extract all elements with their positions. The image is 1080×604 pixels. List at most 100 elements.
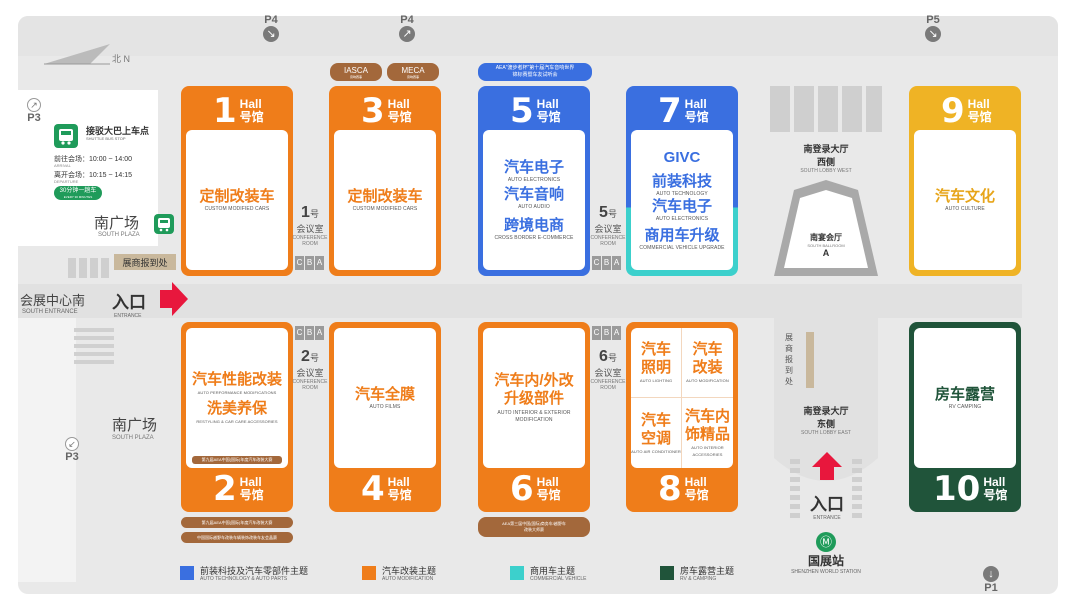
hall-theme: 定制改装车 [347,187,423,205]
parking-lot-bottom-left [74,326,114,364]
plaza-label: 南广场 [112,417,158,434]
east-entrance[interactable]: 入口 ENTRANCE [810,495,844,521]
lobby-west-grid [770,86,882,132]
shuttle-bus-stop: 接驳大巴上车点 SHUTTLE BUS STOP 前往会场：10:00 ~ 14… [52,120,162,206]
parking-p1[interactable]: ↓ P1 [976,566,1006,594]
registration-east[interactable]: 展 商 报 到 处 [785,333,793,386]
hall-8-interior: 汽车内 饰精品 AUTO INTERIOR ACCESSORIES [684,408,730,457]
entrance-label-en: SOUTH ENTRANCE [22,309,78,315]
legend-swatch [510,566,524,580]
hall-8-air-conditioner: 汽车 空调 AUTO AIR CONDITIONER [631,398,682,468]
hall-2-event-label: 第九届AEA中国(国际)年度汽车改装大赛 [192,456,282,464]
parking-label: P4 [264,14,278,26]
arrow-up-right-icon: ↗ [27,98,41,112]
shuttle-depart: 离开会场：10:15 ~ 14:15 [54,172,133,179]
parking-label: P3 [65,451,79,463]
registration-desk[interactable]: 展商报到处 [114,254,176,270]
shuttle-title: 接驳大巴上车点 [86,126,150,136]
legend: 前装科技及汽车零部件主题 AUTO TECHNOLOGY & AUTO PART… [180,566,760,590]
hall-number: 7 [658,91,682,131]
left-plaza-white [18,90,158,246]
shuttle-title-en: SHUTTLE BUS STOP [86,136,126,141]
south-lobby-east: 南登录大厅 东侧 SOUTH LOBBY EAST [801,406,851,436]
registration-east-desk [806,332,814,388]
arrow-down-left-icon: ↙ [65,437,79,451]
parking-label: P5 [926,14,940,26]
legend-item-tech: 前装科技及汽车零部件主题 AUTO TECHNOLOGY & AUTO PART… [180,566,308,582]
hall-number: 2 [213,469,237,509]
metro-icon: Ⓜ [816,532,836,552]
parking-p3-top[interactable]: ↗ P3 [22,98,46,124]
parking-p5[interactable]: P5 ↘ [918,14,948,42]
south-lobby-west: 南登录大厅 西侧 SOUTH LOBBY WEST [800,144,852,174]
arrow-right-icon [160,280,190,323]
hall-8-lighting: 汽车 照明 AUTO LIGHTING [631,328,682,398]
conference-room-6[interactable]: 6号 会议室 CONFERENCE ROOM [590,348,626,391]
arrow-down-right-icon: ↘ [925,26,941,42]
main-entrance[interactable]: 入口 ENTRANCE [112,288,146,319]
parking-label: P3 [27,112,41,124]
hall-number: 10 [933,469,981,509]
south-ballroom[interactable]: 南宴会厅 SOUTH BALLROOM A [766,176,886,284]
hall-number: 4 [361,469,385,509]
entrance-label: 会展中心南 [20,293,86,308]
compass-north: 北 N [40,38,140,68]
south-plaza-bottom: 南广场 SOUTH PLAZA [112,414,157,441]
bus-icon [54,124,78,148]
hall-theme: 定制改装车 [199,187,275,205]
conference-room-2[interactable]: 2号 会议室 CONFERENCE ROOM [292,348,328,391]
plaza-label-en: SOUTH PLAZA [112,435,154,441]
crosswalk-left [68,258,112,278]
shuttle-arrive-en: ARRIVAL [54,163,71,168]
hall-2-event-badge-a: 第九届AEA中国(国际)年度汽车改装大赛 [181,517,293,528]
hall-theme-en: CUSTOM MODIFIED CARS [204,205,270,212]
hall-6[interactable]: 汽车内/外改 升级部件 AUTO INTERIOR & EXTERIOR MOD… [478,322,590,512]
hall-2-event-badge-b: 中国国际越野车改装车辆装饰改装车友会晶赛 [181,532,293,543]
hall-number: 3 [361,91,385,131]
hall-2[interactable]: 汽车性能改装 AUTO PERFORMANCE MODIFICATIONS 洗美… [181,322,293,512]
bus-icon [154,214,174,234]
parking-p3-bottom[interactable]: ↙ P3 [60,437,84,463]
parking-label: P1 [984,582,998,594]
hall-number: 1 [213,91,237,131]
crosswalk-east-right [852,458,862,518]
plaza-label-en: SOUTH PLAZA [98,232,140,238]
parking-p4-left[interactable]: P4 ↘ [256,14,286,42]
metro-station[interactable]: Ⓜ 国展站 SHENZHEN WORLD STATION [776,532,876,575]
shuttle-depart-en: DEPARTURE [54,179,79,184]
crosswalk-east-left [790,458,800,518]
aea-audio-badge: AEA"渡步者杯"第十届汽车音响世界锦标赛暨车友试听会 [478,63,592,81]
compass-arrow-icon [44,44,110,65]
hall-number: 9 [941,91,965,131]
south-entrance: 会展中心南 SOUTH ENTRANCE [20,290,85,315]
entrance-en: ENTRANCE [114,313,142,319]
legend-item-commercial: 商用车主题 COMMERCIAL VEHICLE [510,566,587,582]
hall-number: 6 [510,469,534,509]
compass-label: 北 N [112,54,131,64]
legend-swatch [180,566,194,580]
parking-label: P4 [400,14,414,26]
hall-6-event-badge: AEA第三届中国(国际)商务车/越野车改装大师赛 [478,517,590,537]
parking-p4-right[interactable]: P4 ↗ [392,14,422,42]
venue-top-band [18,16,1058,56]
conference-room-1[interactable]: 1号 会议室 CONFERENCE ROOM [292,204,328,247]
shuttle-arrive: 前往会场：10:00 ~ 14:00 [54,156,133,163]
hall-8[interactable]: 汽车 照明 AUTO LIGHTING 汽车 改装 AUTO MODIFICAT… [626,322,738,512]
conference-room-5[interactable]: 5号 会议室 CONFERENCE ROOM [590,204,626,247]
legend-item-rv: 房车露营主题 RV & CAMPING [660,566,734,582]
legend-item-modification: 汽车改装主题 AUTO MODIFICATION [362,566,436,582]
plaza-label: 南广场 [94,215,140,232]
